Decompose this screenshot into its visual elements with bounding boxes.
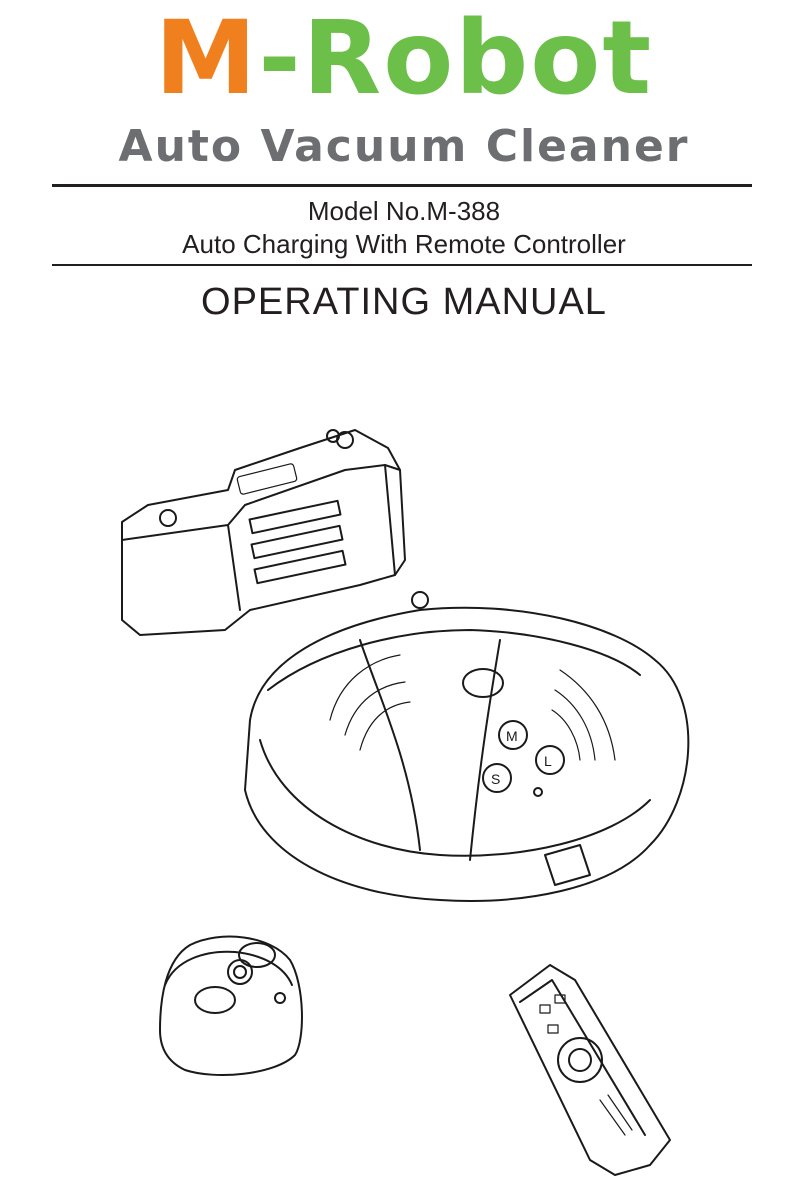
robot-button-l: L (544, 753, 552, 769)
brand-logo-robot: -Robot (258, 0, 654, 118)
robot-vacuum-illustration: M L S (244, 591, 690, 902)
top-divider (52, 184, 752, 187)
robot-button-m: M (506, 728, 518, 744)
beacon-illustration (159, 935, 303, 1076)
brand-logo-m: M (154, 0, 259, 118)
robot-button-s: S (491, 771, 500, 787)
remote-control-illustration (509, 964, 671, 1176)
product-subtitle: Auto Vacuum Cleaner (118, 121, 690, 172)
manual-title: OPERATING MANUAL (201, 281, 607, 323)
charging-base-illustration (121, 429, 406, 636)
bottom-divider (52, 264, 752, 266)
brand-logo: M-Robot (0, 8, 808, 110)
model-number: Model No.M-388 (307, 196, 501, 226)
model-feature: Auto Charging With Remote Controller (182, 229, 626, 259)
